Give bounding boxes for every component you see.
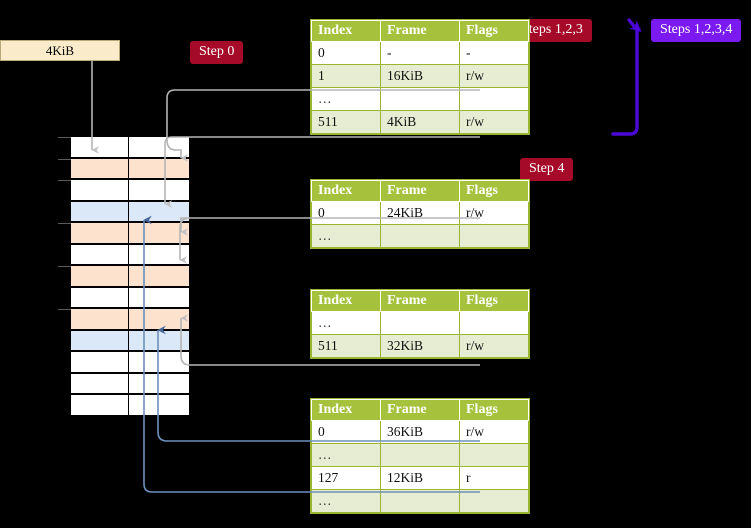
table-row: … — [311, 87, 529, 111]
column-header-frame: Frame — [380, 180, 460, 202]
column-header-frame: Frame — [380, 290, 460, 312]
cell-index: 0 — [311, 201, 381, 225]
memory-frame-row — [70, 372, 190, 394]
cell-index: … — [311, 443, 381, 467]
table-row: … — [311, 224, 529, 248]
column-header-index: Index — [311, 290, 381, 312]
memory-row-tick — [58, 180, 71, 181]
badge-steps-123: Steps 1,2,3 — [512, 19, 592, 42]
column-header-flags: Flags — [459, 180, 529, 202]
cell-frame: 16KiB — [380, 64, 460, 88]
table-row: 0-- — [311, 41, 529, 65]
cell-index: 1 — [311, 64, 381, 88]
cell-frame: 4KiB — [380, 110, 460, 134]
cell-index: 511 — [311, 110, 381, 134]
memory-row-tick — [58, 309, 71, 310]
cell-flags: r — [459, 466, 529, 490]
memory-frame-row — [70, 351, 190, 373]
cell-frame — [380, 311, 460, 335]
memory-frame-row — [58, 265, 190, 287]
cell-index: … — [311, 489, 381, 513]
cell-flags — [459, 489, 529, 513]
table-row: … — [311, 489, 529, 513]
memory-column-divider — [128, 136, 129, 416]
memory-frame-row — [58, 157, 190, 179]
memory-row-tick — [58, 158, 71, 160]
cell-flags: r/w — [459, 64, 529, 88]
column-header-index: Index — [311, 20, 381, 42]
memory-frame-row — [58, 179, 190, 201]
badge-step-4: Step 4 — [520, 158, 574, 181]
memory-frame-row — [70, 286, 190, 308]
cell-frame — [380, 224, 460, 248]
column-header-frame: Frame — [380, 20, 460, 42]
cell-frame — [380, 443, 460, 467]
cell-index: … — [311, 87, 381, 111]
physical-memory-column — [58, 136, 190, 416]
memory-row-tick — [58, 266, 71, 267]
column-header-flags: Flags — [459, 290, 529, 312]
cell-frame — [380, 489, 460, 513]
memory-frame-row — [58, 136, 190, 158]
cell-frame: 32KiB — [380, 334, 460, 358]
cell-index: … — [311, 224, 381, 248]
cell-flags — [459, 311, 529, 335]
cell-index: 0 — [311, 41, 381, 65]
badge-steps-1234: Steps 1,2,3,4 — [651, 19, 742, 42]
column-header-frame: Frame — [380, 399, 460, 421]
cell-flags — [459, 87, 529, 111]
memory-frame-row — [58, 222, 190, 244]
cell-frame: 24KiB — [380, 201, 460, 225]
memory-row-tick — [58, 137, 71, 138]
cell-flags: - — [459, 41, 529, 65]
cell-frame: 12KiB — [380, 466, 460, 490]
cell-flags: r/w — [459, 110, 529, 134]
frame-size-box: 4KiB — [0, 40, 120, 61]
memory-frame-row — [70, 243, 190, 265]
table-row: … — [311, 443, 529, 467]
cell-index: … — [311, 311, 381, 335]
column-header-index: Index — [311, 399, 381, 421]
cell-index: 127 — [311, 466, 381, 490]
column-header-flags: Flags — [459, 399, 529, 421]
cell-flags — [459, 443, 529, 467]
cell-index: 511 — [311, 334, 381, 358]
memory-frame-row — [58, 308, 190, 330]
cell-flags: r/w — [459, 201, 529, 225]
memory-frame-row — [70, 394, 190, 416]
arrow-steps-bracket — [611, 18, 642, 136]
memory-frame-row — [70, 329, 190, 351]
cell-frame: - — [380, 41, 460, 65]
memory-row-tick — [58, 223, 71, 224]
column-header-index: Index — [311, 180, 381, 202]
cell-flags: r/w — [459, 420, 529, 444]
cell-index: 0 — [311, 420, 381, 444]
badge-step-0: Step 0 — [190, 41, 244, 64]
column-header-flags: Flags — [459, 20, 529, 42]
table-row: … — [311, 311, 529, 335]
cell-flags: r/w — [459, 334, 529, 358]
memory-frame-row — [70, 200, 190, 222]
cell-frame: 36KiB — [380, 420, 460, 444]
cell-flags — [459, 224, 529, 248]
cell-frame — [380, 87, 460, 111]
